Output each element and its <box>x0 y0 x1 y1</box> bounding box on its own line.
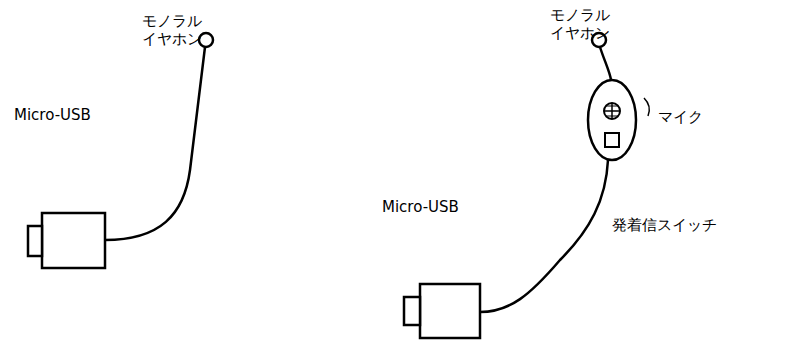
connector-label: Micro-USB <box>382 198 459 216</box>
call-switch <box>605 133 619 147</box>
usb-connector-body <box>42 213 105 268</box>
microphone-symbol <box>606 106 618 107</box>
switch-label: 発着信スイッチ <box>612 216 717 234</box>
microphone-symbol <box>606 116 618 117</box>
inline-remote <box>588 80 636 160</box>
microphone-label: マイク <box>658 108 703 126</box>
earphone-label: モノラル イヤホン <box>140 12 204 48</box>
usb-plug <box>404 297 420 325</box>
leader-line <box>644 98 649 116</box>
microphone-symbol <box>611 103 613 119</box>
connector-label: Micro-USB <box>14 106 91 124</box>
usb-plug <box>28 226 42 256</box>
usb-connector-body <box>420 284 480 338</box>
cable <box>105 47 205 240</box>
earphone-label: モノラル イヤホン <box>548 6 612 42</box>
microphone-symbol <box>604 103 620 119</box>
cable <box>600 47 611 80</box>
cable <box>480 160 608 312</box>
